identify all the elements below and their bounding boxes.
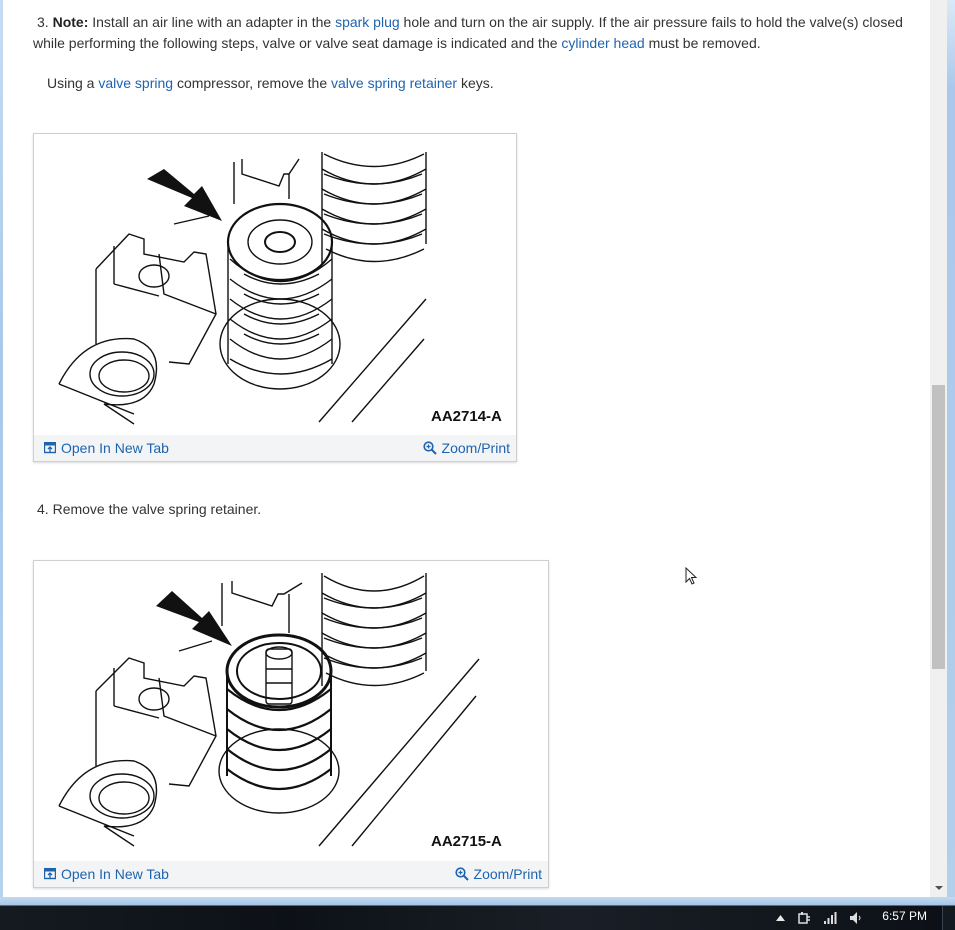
link-valve-spring[interactable]: valve spring — [98, 75, 174, 91]
link-cylinder-head[interactable]: cylinder head — [561, 35, 645, 51]
figure-code: AA2715-A — [431, 833, 502, 850]
open-in-new-tab-label: Open In New Tab — [61, 866, 169, 882]
step-3-note: 3. Note: Install an air line with an ada… — [33, 12, 923, 54]
manual-content: 3. Note: Install an air line with an ada… — [3, 0, 930, 897]
instruction-text: compressor, remove the — [173, 75, 332, 91]
figure-aa2715: AA2715-A Open In New Tab Zoom/Print — [33, 560, 549, 888]
mouse-cursor-icon — [685, 567, 698, 585]
step-text: Remove the valve spring retainer. — [52, 501, 262, 517]
open-new-tab-icon — [44, 442, 56, 454]
illustration-valve-spring-retainer-removed[interactable]: AA2715-A — [34, 561, 548, 860]
figure-toolbar: Open In New Tab Zoom/Print — [34, 435, 516, 461]
instruction-text: Using a — [47, 75, 99, 91]
figure-code: AA2714-A — [431, 408, 502, 425]
step-number: 4. — [37, 501, 49, 517]
window-frame-left — [0, 0, 3, 902]
power-icon[interactable] — [797, 911, 811, 925]
note-text: must be removed. — [644, 35, 761, 51]
instruction-text: keys. — [457, 75, 494, 91]
open-in-new-tab-link[interactable]: Open In New Tab — [44, 866, 169, 882]
zoom-print-link[interactable]: Zoom/Print — [454, 866, 542, 882]
volume-icon[interactable] — [849, 912, 863, 924]
zoom-print-label: Zoom/Print — [473, 866, 542, 882]
note-label: Note: — [52, 14, 89, 30]
window-frame-bottom — [0, 897, 955, 905]
zoom-in-icon — [422, 441, 437, 455]
scroll-down-button[interactable] — [930, 880, 947, 897]
step-3-instruction: Using a valve spring compressor, remove … — [47, 73, 907, 94]
scrollbar-thumb[interactable] — [932, 385, 945, 669]
link-valve-spring-retainer[interactable]: valve spring retainer — [331, 75, 458, 91]
window-frame-right — [947, 0, 955, 902]
figure-aa2714: AA2714-A Open In New Tab Zoom/Print — [33, 133, 517, 462]
figure-toolbar: Open In New Tab Zoom/Print — [34, 861, 548, 887]
chevron-down-icon — [934, 886, 943, 890]
zoom-in-icon — [454, 867, 469, 881]
vertical-scrollbar[interactable] — [930, 0, 947, 897]
zoom-print-label: Zoom/Print — [441, 440, 510, 456]
step-number: 3. — [37, 14, 49, 30]
network-signal-icon[interactable] — [823, 912, 837, 924]
note-text: Install an air line with an adapter in t… — [88, 14, 336, 30]
open-in-new-tab-link[interactable]: Open In New Tab — [44, 440, 169, 456]
link-spark-plug[interactable]: spark plug — [335, 14, 400, 30]
illustration-valve-spring-retainer-keys[interactable]: AA2714-A — [34, 134, 516, 434]
taskbar-clock[interactable]: 6:57 PM — [882, 909, 927, 923]
zoom-print-link[interactable]: Zoom/Print — [422, 440, 510, 456]
show-desktop-button[interactable] — [942, 906, 955, 930]
system-tray — [776, 906, 863, 930]
step-4-text: 4. Remove the valve spring retainer. — [37, 499, 261, 520]
note-text: hole and turn on the air supply. If the … — [33, 14, 903, 51]
open-in-new-tab-label: Open In New Tab — [61, 440, 169, 456]
show-hidden-icons-icon[interactable] — [776, 915, 785, 921]
open-new-tab-icon — [44, 868, 56, 880]
valve-spring-drawing — [58, 152, 427, 425]
valve-spring-drawing — [58, 573, 480, 847]
taskbar: 6:57 PM — [0, 905, 955, 930]
